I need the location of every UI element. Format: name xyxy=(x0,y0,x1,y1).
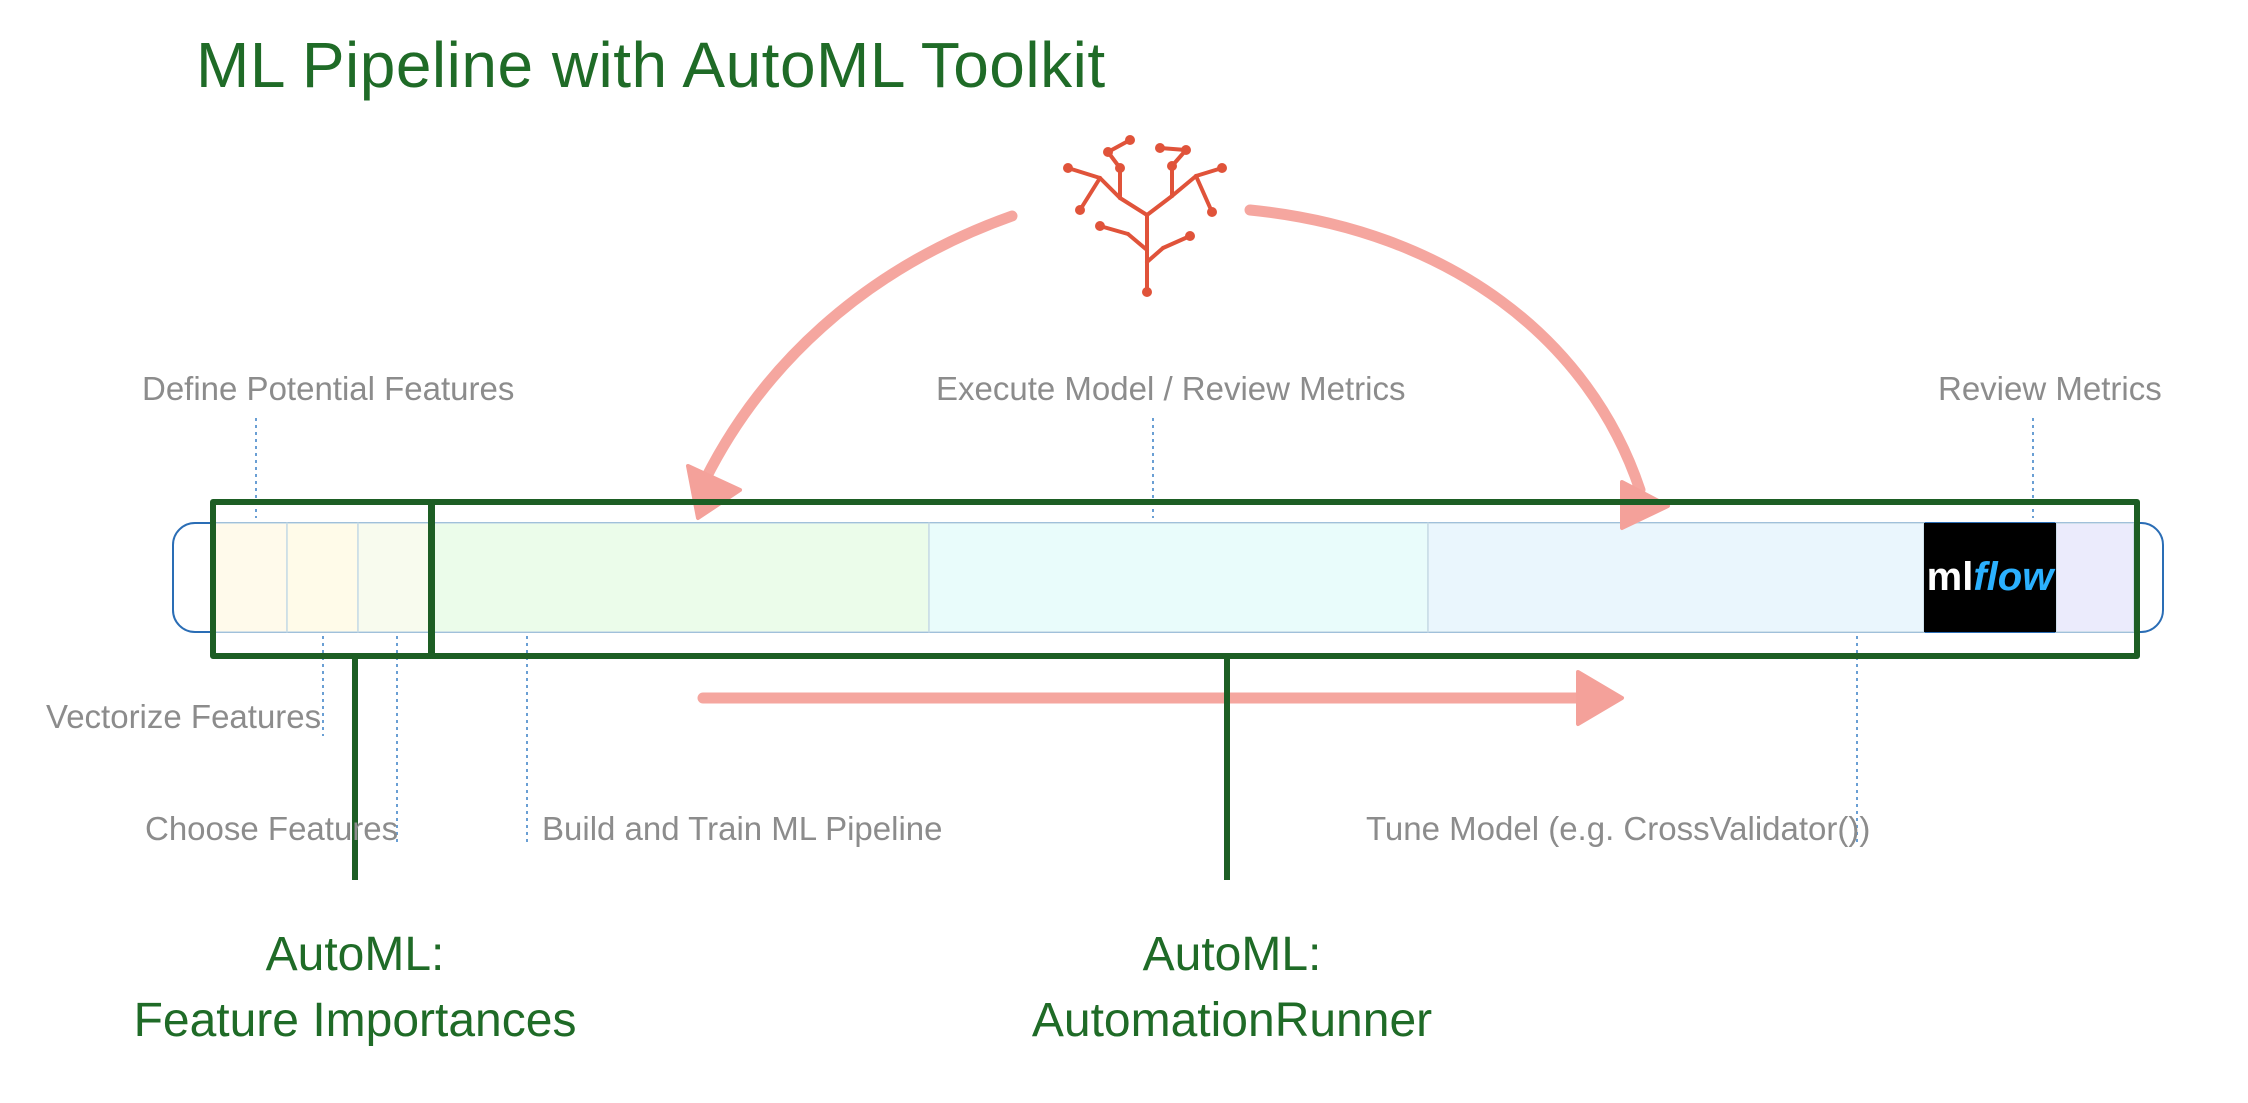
segment-tune xyxy=(1427,522,1925,633)
automl-automation-runner-line2: AutomationRunner xyxy=(1031,994,1433,1047)
automl-feature-importances: AutoML: Feature Importances xyxy=(105,922,605,1054)
segment-choose xyxy=(357,522,433,633)
label-execute-review: Execute Model / Review Metrics xyxy=(936,370,1406,407)
segment-define xyxy=(212,522,288,633)
label-vectorize-features: Vectorize Features xyxy=(46,698,322,735)
automl-automation-runner: AutoML: AutomationRunner xyxy=(982,922,1482,1054)
label-build-train: Build and Train ML Pipeline xyxy=(542,810,943,847)
arc-left xyxy=(699,210,1018,486)
segment-review xyxy=(2055,522,2135,633)
automl-feature-importances-line2: Feature Importances xyxy=(133,994,577,1047)
segment-build-train xyxy=(431,522,930,633)
label-define-features: Define Potential Features xyxy=(142,370,515,407)
label-choose-features: Choose Features xyxy=(145,810,399,847)
segment-vectorize xyxy=(286,522,359,633)
label-review-metrics: Review Metrics xyxy=(1938,370,2162,407)
segment-execute xyxy=(928,522,1429,633)
arrow-forward-head xyxy=(1576,670,1624,726)
label-tune-model: Tune Model (e.g. CrossValidator()) xyxy=(1366,810,1871,847)
mlflow-logo-flow: flow xyxy=(1973,555,2054,599)
diagram-title: ML Pipeline with AutoML Toolkit xyxy=(196,29,1106,101)
brain-circuit-icon xyxy=(1066,138,1224,292)
arc-right xyxy=(1244,204,1646,496)
brain-circuit-nodes xyxy=(1063,135,1227,297)
automl-automation-runner-line1: AutoML: xyxy=(1142,928,1322,981)
frame-automation-runner xyxy=(429,499,2140,659)
automl-feature-importances-line1: AutoML: xyxy=(265,928,445,981)
mlflow-logo-ml: ml xyxy=(1926,555,1974,599)
